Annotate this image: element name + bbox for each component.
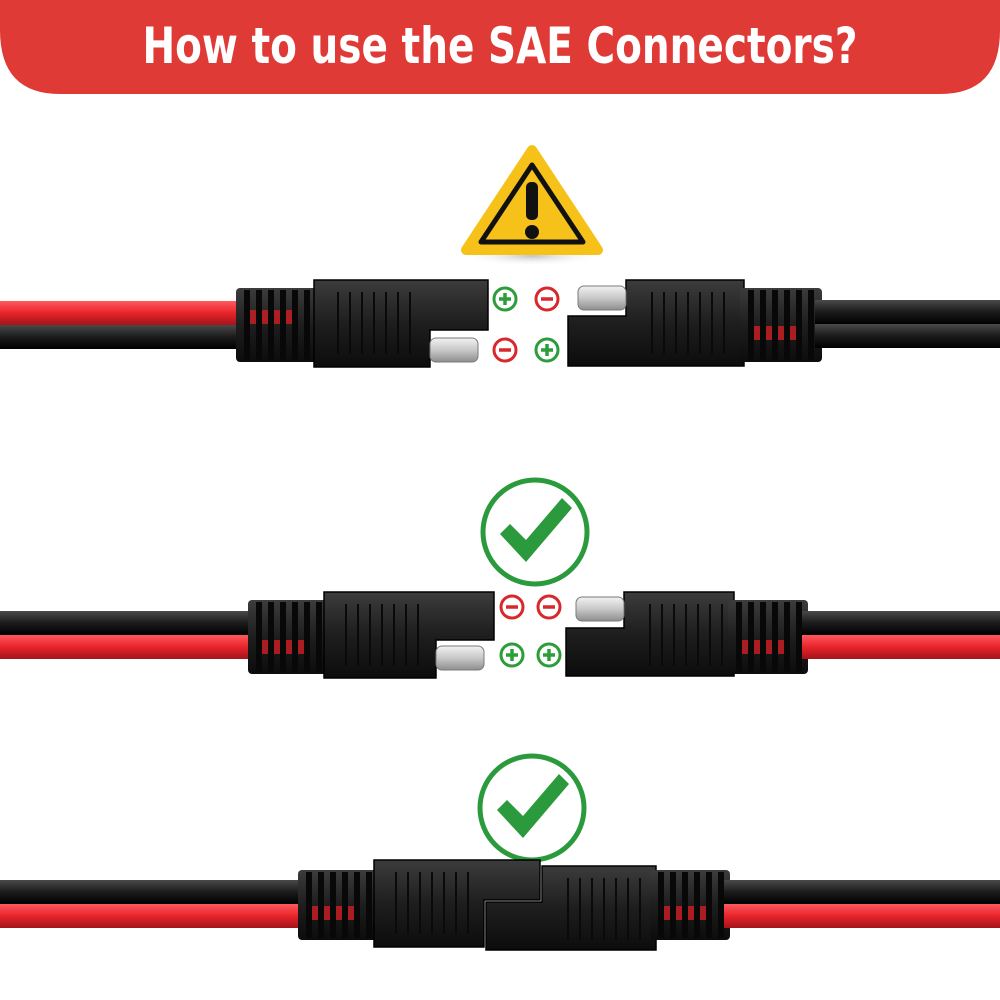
left-sae-connector [313, 279, 489, 368]
example-wrong-polarity [0, 140, 1000, 390]
right-strain-relief [650, 870, 730, 940]
left-cable [0, 880, 305, 928]
left-cable [0, 611, 255, 659]
right-cable [724, 880, 1000, 928]
plus-icon [492, 286, 518, 312]
mated-sae-connector [373, 859, 657, 951]
left-sae-connector [323, 591, 495, 679]
page-title: How to use the SAE Connectors? [142, 17, 858, 75]
right-cable [802, 611, 1000, 659]
warning-triangle-icon [461, 145, 603, 266]
plus-icon [499, 642, 525, 668]
left-strain-relief [248, 600, 330, 674]
header-banner: How to use the SAE Connectors? [0, 0, 1000, 94]
minus-icon [536, 594, 562, 620]
left-strain-relief [236, 288, 318, 362]
plus-icon [536, 642, 562, 668]
right-sae-connector [567, 279, 745, 367]
example-correct-polarity [0, 470, 1000, 700]
right-cable [815, 300, 1000, 348]
example-connected [0, 750, 1000, 960]
plus-icon [534, 337, 560, 363]
left-strain-relief [298, 870, 380, 940]
right-strain-relief [740, 288, 822, 362]
minus-icon [492, 337, 518, 363]
minus-icon [534, 286, 560, 312]
left-cable [0, 301, 245, 349]
checkmark-circle-icon [477, 753, 587, 863]
right-strain-relief [728, 600, 808, 674]
right-sae-connector [565, 591, 735, 677]
minus-icon [499, 594, 525, 620]
checkmark-circle-icon [480, 477, 590, 587]
